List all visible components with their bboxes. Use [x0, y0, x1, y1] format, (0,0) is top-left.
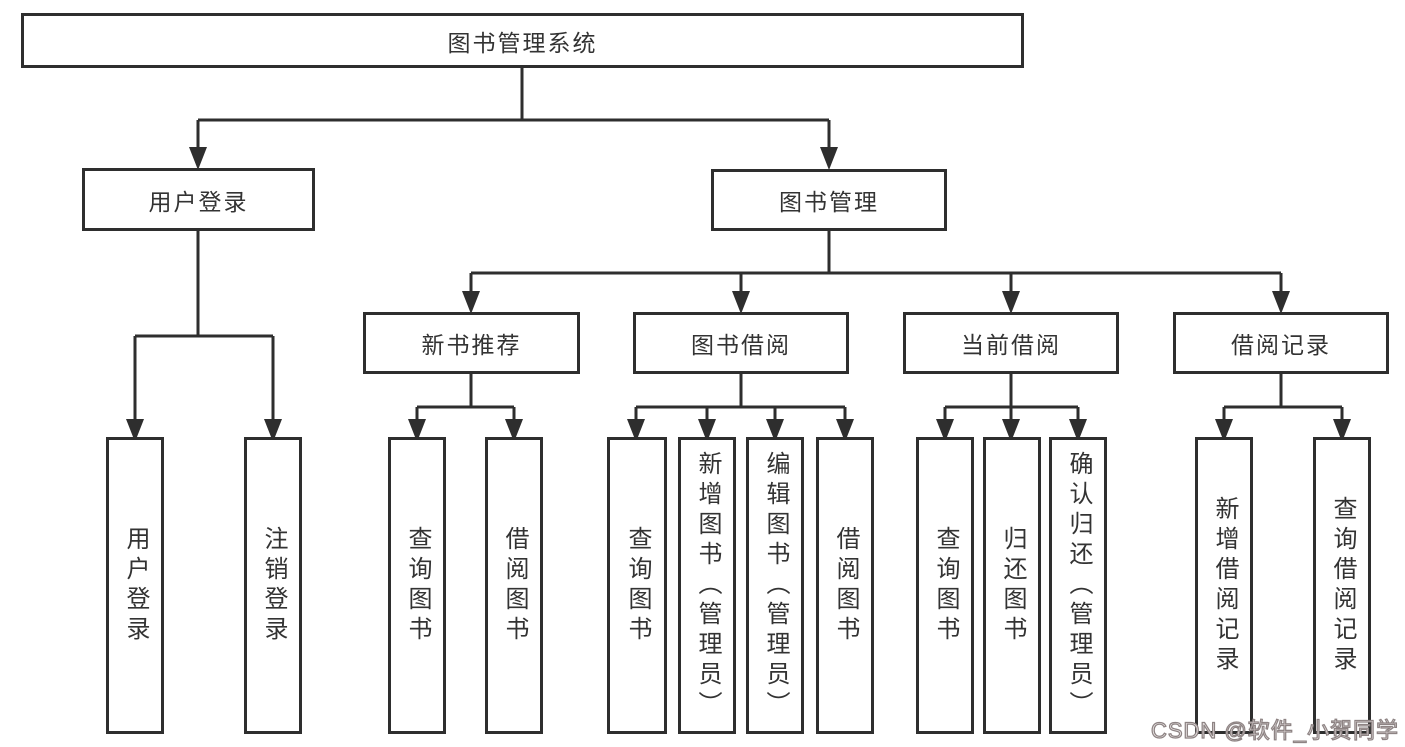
leaf-borrow-add-book: 新增图书（管理员）	[678, 437, 736, 734]
node-current-borrow-label: 当前借阅	[961, 332, 1061, 358]
leaf-newbook-query-label: 查询图书	[404, 525, 431, 646]
leaf-borrow-query-label: 查询图书	[624, 525, 651, 646]
leaf-query-record: 查询借阅记录	[1313, 437, 1371, 734]
leaf-add-record-label: 新增借阅记录	[1211, 495, 1238, 676]
node-user-login: 用户登录	[82, 168, 315, 231]
leaf-current-query-label: 查询图书	[932, 525, 959, 646]
connector-current-borrow	[936, 374, 1087, 442]
connector-root	[189, 68, 838, 170]
node-new-book-recommend-label: 新书推荐	[421, 332, 522, 358]
node-book-borrow-label: 图书借阅	[691, 332, 791, 358]
leaf-query-record-label: 查询借阅记录	[1329, 495, 1356, 676]
node-root-label: 图书管理系统	[447, 29, 598, 56]
node-book-borrow: 图书借阅	[633, 312, 849, 374]
leaf-borrow-add-book-label: 新增图书（管理员）	[694, 450, 721, 721]
leaf-logout: 注销登录	[244, 437, 302, 734]
leaf-current-query: 查询图书	[916, 437, 974, 734]
leaf-confirm-return: 确认归还（管理员）	[1049, 437, 1107, 734]
leaf-return-book-label: 归还图书	[999, 525, 1026, 646]
leaf-add-record: 新增借阅记录	[1195, 437, 1253, 734]
leaf-user-login-label: 用户登录	[122, 525, 149, 646]
leaf-confirm-return-label: 确认归还（管理员）	[1065, 450, 1092, 721]
connector-user-login	[126, 231, 282, 442]
csdn-watermark: CSDN @软件_小贺同学	[1150, 717, 1399, 743]
node-borrow-record: 借阅记录	[1173, 312, 1389, 374]
connector-book-borrow	[627, 374, 854, 442]
leaf-newbook-query: 查询图书	[388, 437, 446, 734]
node-borrow-record-label: 借阅记录	[1231, 332, 1331, 358]
leaf-borrow-query: 查询图书	[607, 437, 667, 734]
leaf-user-login: 用户登录	[106, 437, 164, 734]
leaf-logout-label: 注销登录	[260, 525, 287, 646]
connector-book-mgmt	[462, 231, 1290, 314]
leaf-borrow-edit-book: 编辑图书（管理员）	[746, 437, 804, 734]
leaf-newbook-borrow-label: 借阅图书	[501, 525, 528, 646]
node-user-login-label: 用户登录	[148, 188, 249, 215]
connector-borrow-record	[1215, 374, 1351, 442]
leaf-newbook-borrow: 借阅图书	[485, 437, 543, 734]
node-current-borrow: 当前借阅	[903, 312, 1119, 374]
leaf-borrow-book-label: 借阅图书	[832, 525, 859, 646]
connector-new-book	[408, 374, 523, 442]
leaf-borrow-edit-book-label: 编辑图书（管理员）	[762, 450, 789, 721]
node-book-mgmt-label: 图书管理	[779, 189, 879, 215]
leaf-return-book: 归还图书	[983, 437, 1041, 734]
node-root: 图书管理系统	[21, 13, 1024, 68]
node-book-mgmt: 图书管理	[711, 169, 947, 231]
leaf-borrow-book: 借阅图书	[816, 437, 874, 734]
node-new-book-recommend: 新书推荐	[363, 312, 580, 374]
